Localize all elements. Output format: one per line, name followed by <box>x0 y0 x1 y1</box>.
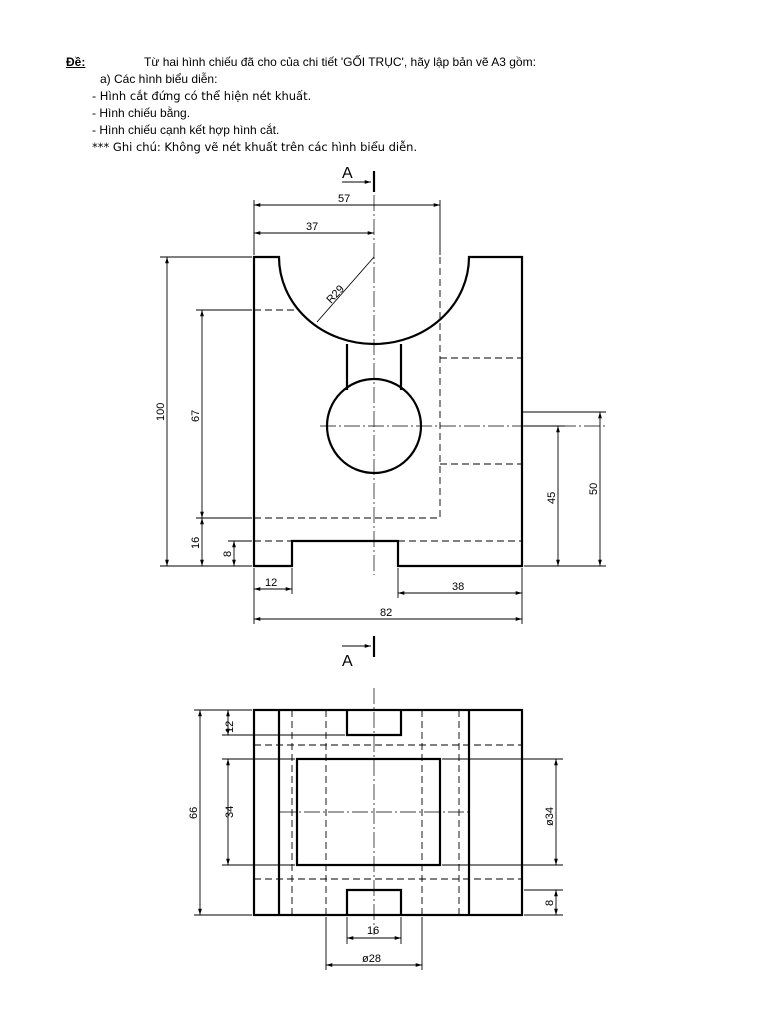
section-a-title: a) Các hình biểu diễn: <box>100 72 218 86</box>
dim-67: 67 <box>190 410 202 422</box>
dim-38: 38 <box>452 581 464 593</box>
front-view: A R29 57 37 <box>155 165 608 624</box>
dim-top-phi34: ø34 <box>544 807 556 826</box>
front-outline <box>252 255 524 568</box>
assignment-header: Đề: Từ hai hình chiếu đã cho của chi tiế… <box>66 54 746 156</box>
section-marker-bottom: A <box>342 636 376 670</box>
top-view: 12 66 34 ø34 8 16 <box>188 688 563 970</box>
assignment-label: Đề: <box>66 55 86 69</box>
dim-37: 37 <box>306 221 318 233</box>
top-slot-top <box>345 710 403 737</box>
dim-r29: R29 <box>324 283 347 306</box>
section-letter-top: A <box>342 165 353 182</box>
section-marker-top: A <box>342 165 376 192</box>
dim-8: 8 <box>222 551 234 557</box>
radius-leader <box>316 256 375 323</box>
dim-100: 100 <box>155 403 167 421</box>
requirement-item-3: - Hình chiếu cạnh kết hợp hình cắt. <box>92 123 280 137</box>
top-neck-rect <box>295 757 442 867</box>
dim-45: 45 <box>546 492 558 504</box>
dim-82: 82 <box>380 607 392 619</box>
top-dimensions: 12 66 34 ø34 8 16 <box>188 709 563 970</box>
dim-top-66: 66 <box>188 807 200 819</box>
note-text: *** Ghi chú: Không vẽ nét khuất trên các… <box>92 140 418 154</box>
requirement-item-1: - Hình cắt đứng có thể hiện nét khuất. <box>92 89 312 103</box>
dim-top-16: 16 <box>367 925 379 937</box>
requirement-item-2: - Hình chiếu bằng. <box>92 106 191 120</box>
top-slot-bottom <box>345 888 403 915</box>
assignment-task: Từ hai hình chiếu đã cho của chi tiết 'G… <box>144 55 536 69</box>
dim-57: 57 <box>338 193 350 205</box>
dim-16: 16 <box>190 537 202 549</box>
front-dimensions: 57 37 100 67 16 8 12 <box>155 193 606 624</box>
dim-12: 12 <box>265 577 277 589</box>
dim-top-12: 12 <box>224 721 236 733</box>
dim-50: 50 <box>588 483 600 495</box>
top-outline <box>252 708 524 917</box>
dim-top-8: 8 <box>544 900 556 906</box>
dim-top-34: 34 <box>224 806 236 818</box>
section-letter-bottom: A <box>342 653 353 670</box>
front-bore-circle <box>325 377 423 475</box>
dim-top-phi28: ø28 <box>362 953 381 965</box>
